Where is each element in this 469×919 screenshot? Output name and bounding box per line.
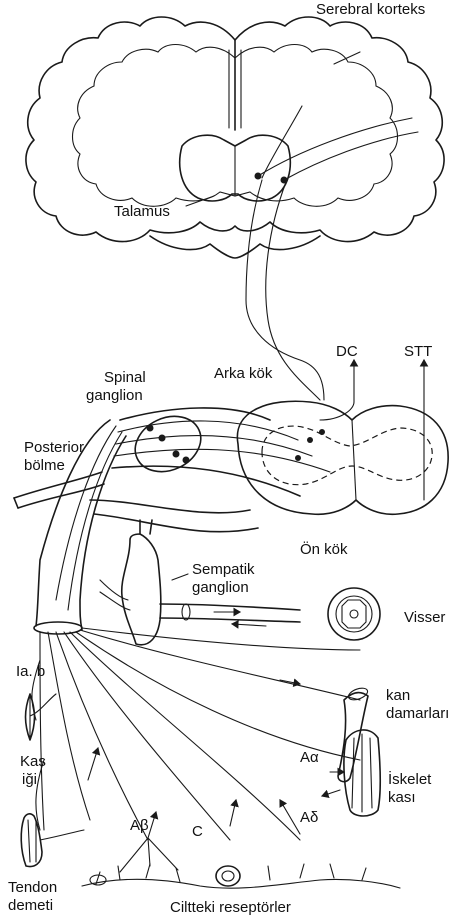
label-on-kok: Ön kök [300, 540, 348, 558]
label-visser: Visser [404, 609, 445, 626]
spinal-cord-section [237, 401, 448, 514]
label-kan-damarlari-line2: damarları [386, 705, 449, 722]
label-tendon-demeti-line2: demeti [8, 897, 53, 914]
label-dc: DC [336, 343, 358, 360]
label-arka-kok: Arka kök [214, 365, 273, 382]
spinal-nerve-trunk [32, 420, 360, 840]
label-sempatik-ganglion-line1: Sempatik [192, 561, 255, 578]
label-iskelet-kasi-line1: İskelet [388, 770, 432, 788]
label-ia-b: Ia. b [16, 663, 45, 680]
label-serebral-korteks: Serebral korteks [316, 1, 425, 18]
label-posterior-bolme-line1: Posterior [24, 439, 84, 456]
label-c-fiber: C [192, 823, 203, 840]
label-ciltteki-reseptorler: Ciltteki reseptörler [170, 899, 291, 916]
label-stt: STT [404, 343, 432, 360]
brain-cross-section [26, 17, 444, 258]
label-a-beta: Aβ [130, 817, 149, 834]
label-iskelet-kasi-line2: kası [388, 789, 416, 806]
label-sempatik-ganglion-line2: ganglion [192, 579, 249, 596]
label-kan-damarlari-line1: kan [386, 687, 410, 704]
label-tendon-demeti-line1: Tendon [8, 879, 57, 896]
label-kas-igi-line1: Kas [20, 753, 46, 770]
label-a-delta: Aδ [300, 809, 318, 826]
label-spinal-ganglion-line1: Spinal [104, 369, 146, 386]
label-posterior-bolme-line2: bölme [24, 457, 65, 474]
label-kas-igi-line2: iği [22, 771, 37, 788]
ascending-tracts [246, 180, 424, 500]
label-talamus: Talamus [114, 203, 170, 220]
tendon-organ-icon [21, 814, 84, 867]
label-spinal-ganglion-line2: ganglion [86, 387, 143, 404]
label-a-alpha: Aα [300, 749, 319, 766]
viscera-icon [328, 588, 380, 640]
